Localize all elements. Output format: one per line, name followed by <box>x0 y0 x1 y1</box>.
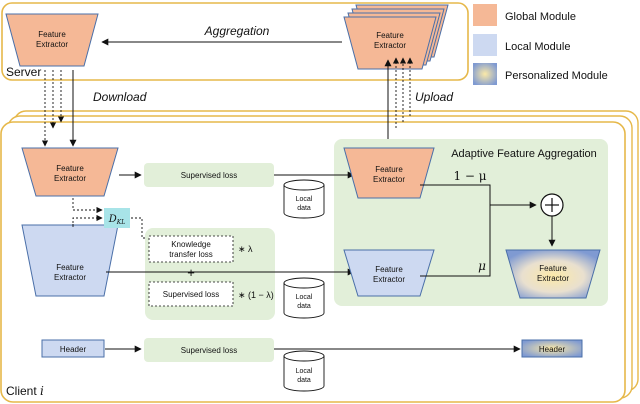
afa-local-feature-extractor: Feature Extractor <box>343 249 435 297</box>
one-minus-mu-arrow <box>420 184 537 209</box>
svg-text:Extractor: Extractor <box>36 40 68 49</box>
legend-local-swatch <box>473 34 497 56</box>
global-to-dkl-arrow <box>72 198 103 214</box>
legend-global-label: Global Module <box>505 11 576 23</box>
personalized-feature-extractor: Feature Extractor <box>505 249 601 299</box>
sum-circle <box>540 193 564 217</box>
supervised-loss-box <box>148 281 234 307</box>
aggregation-label: Aggregation <box>204 24 270 38</box>
times-lambda: ∗ λ <box>238 244 253 254</box>
client-header-label: Header <box>60 345 87 354</box>
svg-text:Feature: Feature <box>38 30 66 39</box>
local-to-dkl-arrow <box>72 214 103 227</box>
upload-label: Upload <box>415 90 453 104</box>
personalized-header-box <box>521 339 583 358</box>
server-label: Server <box>6 65 41 79</box>
svg-text:Feature: Feature <box>56 164 84 173</box>
svg-text:Local: Local <box>296 368 313 375</box>
client-label: Client i <box>6 384 44 398</box>
row3-supervised-loss <box>144 338 274 362</box>
legend: Global Module Local Module Personalized … <box>473 4 608 85</box>
svg-text:data: data <box>297 377 311 384</box>
svg-text:Feature: Feature <box>375 265 403 274</box>
download-label: Download <box>93 90 147 104</box>
svg-text:Feature: Feature <box>375 165 403 174</box>
svg-text:Extractor: Extractor <box>373 175 405 184</box>
svg-text:Feature: Feature <box>376 31 404 40</box>
dkl-box <box>104 208 130 228</box>
local-data-3: Local data <box>283 350 325 392</box>
local-data-2: Local data <box>283 277 325 319</box>
svg-text:Extractor: Extractor <box>373 275 405 284</box>
legend-global-swatch <box>473 4 497 26</box>
legend-personalized-label: Personalized Module <box>505 70 608 82</box>
svg-text:Extractor: Extractor <box>54 273 86 282</box>
client-global-feature-extractor: Feature Extractor <box>21 147 119 197</box>
svg-text:Local: Local <box>296 196 313 203</box>
server-feature-extractor: Feature Extractor <box>5 13 99 67</box>
personalized-header-label: Header <box>539 345 566 354</box>
one-minus-mu-label: 1 − μ <box>453 169 486 183</box>
row1-supervised-loss-label: Supervised loss <box>181 171 237 180</box>
mu-label: μ <box>478 259 486 273</box>
mu-line <box>420 205 491 277</box>
svg-text:Extractor: Extractor <box>537 274 569 283</box>
svg-text:Extractor: Extractor <box>54 174 86 183</box>
local-data-1: Local data <box>283 179 325 219</box>
times-one-minus-lambda: ∗ (1 − λ) <box>238 290 274 300</box>
client-local-feature-extractor: Feature Extractor <box>21 224 119 297</box>
svg-text:data: data <box>297 303 311 310</box>
legend-local-label: Local Module <box>505 41 570 53</box>
dkl-label: DKL <box>108 214 126 226</box>
svg-text:Feature: Feature <box>56 263 84 272</box>
client-header-box <box>41 339 105 358</box>
server-stacked-extractors: Feature Extractor <box>343 4 449 70</box>
svg-text:Extractor: Extractor <box>374 41 406 50</box>
kt-loss-line2: transfer loss <box>169 250 213 259</box>
svg-text:Feature: Feature <box>539 264 567 273</box>
legend-personalized-swatch <box>473 63 497 85</box>
supervised-loss-box-label: Supervised loss <box>163 290 219 299</box>
row3-supervised-loss-label: Supervised loss <box>181 346 237 355</box>
afa-title: Adaptive Feature Aggregation <box>451 148 597 160</box>
row1-supervised-loss <box>144 163 274 187</box>
kt-loss-box <box>148 235 234 263</box>
afa-global-feature-extractor: Feature Extractor <box>343 147 435 199</box>
kt-loss-line1: Knowledge <box>171 240 211 249</box>
svg-text:data: data <box>297 205 311 212</box>
svg-text:Local: Local <box>296 294 313 301</box>
